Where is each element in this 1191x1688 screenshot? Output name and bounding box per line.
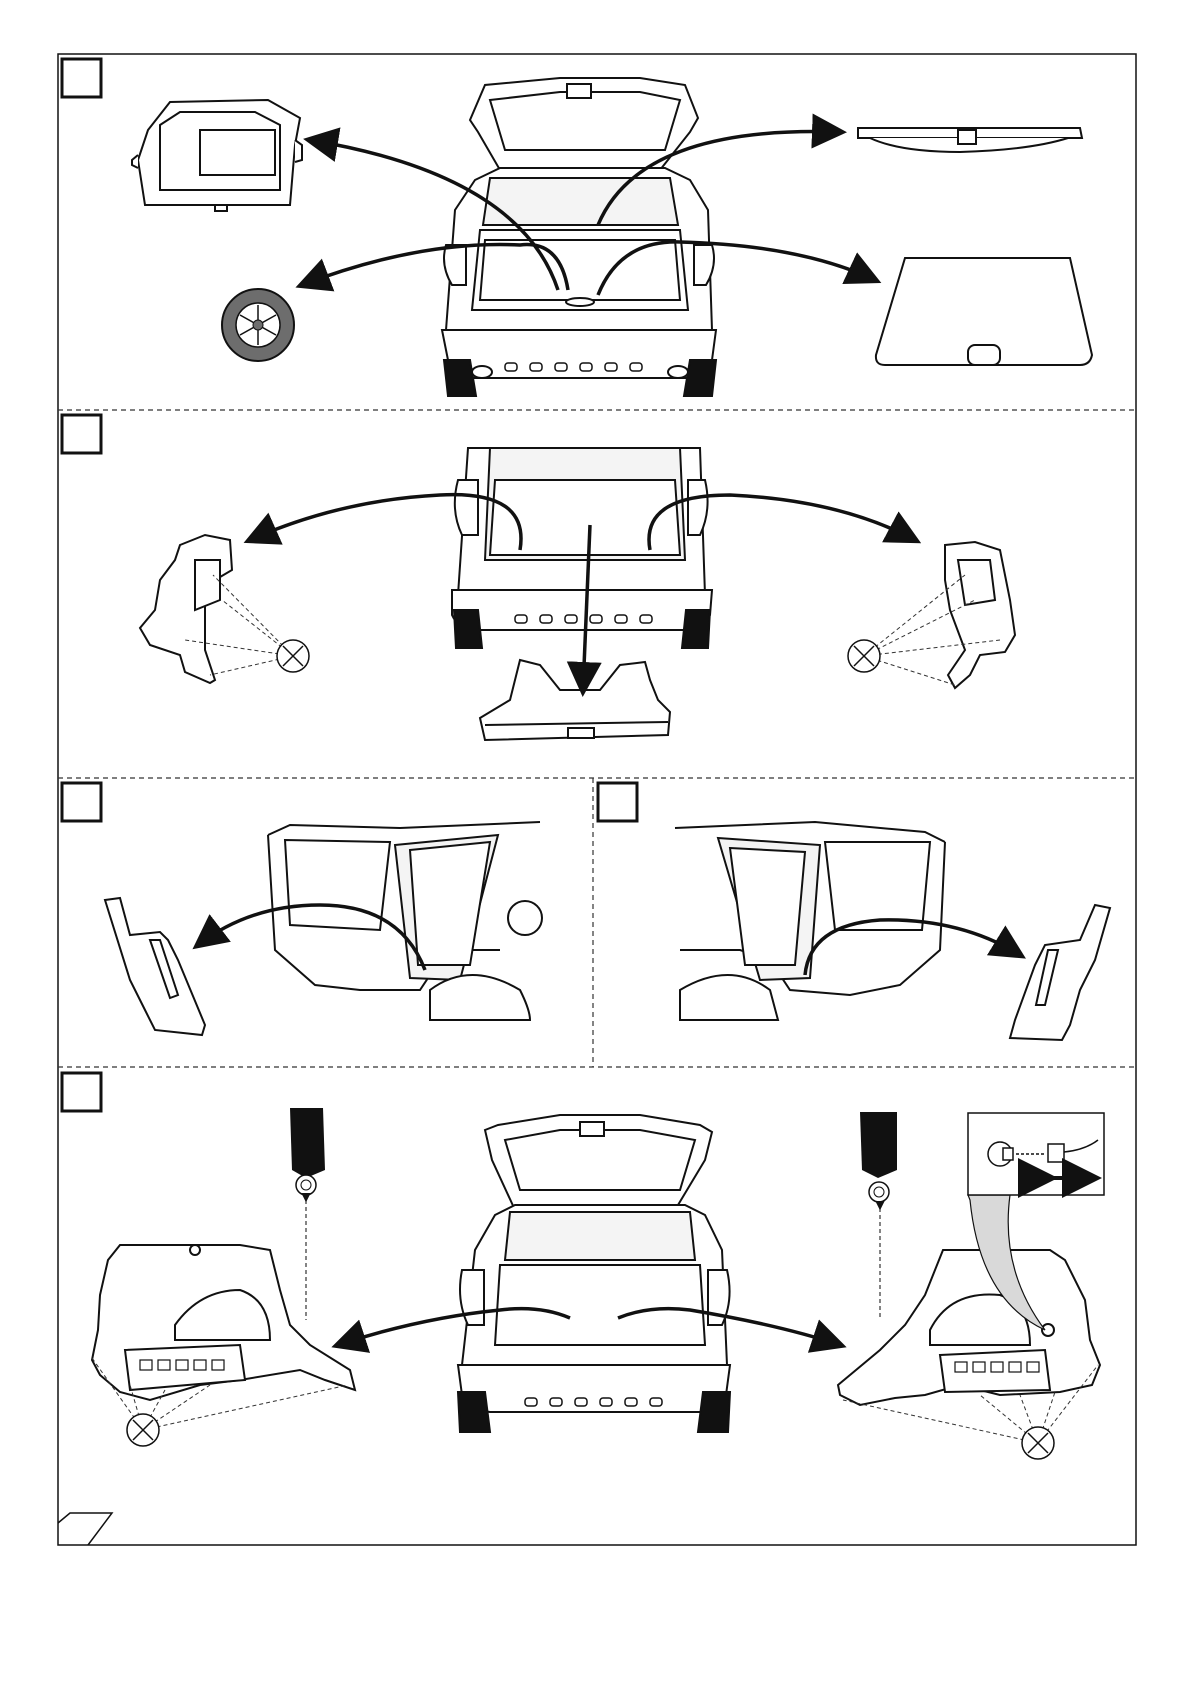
rear-door-trim-right-icon xyxy=(1010,905,1110,1040)
pillar-grip-left-icon xyxy=(290,1108,325,1320)
left-side-trim-icon xyxy=(140,535,232,683)
car-rear-open-boot xyxy=(452,448,712,648)
boot-floor-tray-icon xyxy=(132,100,302,211)
left-quarter-panel-icon xyxy=(92,1245,355,1400)
step-2-number-box xyxy=(62,415,101,453)
rear-door-trim-left-icon xyxy=(105,898,205,1035)
step-3b-number-box xyxy=(598,783,637,821)
step-3a-number-box xyxy=(62,783,101,821)
step-4-number-box xyxy=(62,1073,101,1111)
car-rear-open-tailgate xyxy=(442,78,716,396)
sill-trim-icon xyxy=(480,660,670,740)
step-3b xyxy=(598,783,1110,1040)
step-1 xyxy=(62,59,1092,396)
rear-door-open-left xyxy=(268,822,542,1020)
pillar-grip-right-icon xyxy=(860,1112,897,1320)
step-3a xyxy=(62,783,542,1035)
boot-floor-panel-icon xyxy=(876,258,1092,365)
right-side-trim-icon xyxy=(945,542,1015,688)
step-4 xyxy=(62,1073,1104,1459)
right-quarter-panel-icon xyxy=(838,1250,1100,1405)
step-2 xyxy=(62,415,1015,740)
parcel-shelf-cover-icon xyxy=(858,128,1082,152)
car-rear-open-tailgate-step4 xyxy=(458,1115,730,1432)
step-1-number-box xyxy=(62,59,101,97)
spare-wheel-icon xyxy=(222,289,294,361)
